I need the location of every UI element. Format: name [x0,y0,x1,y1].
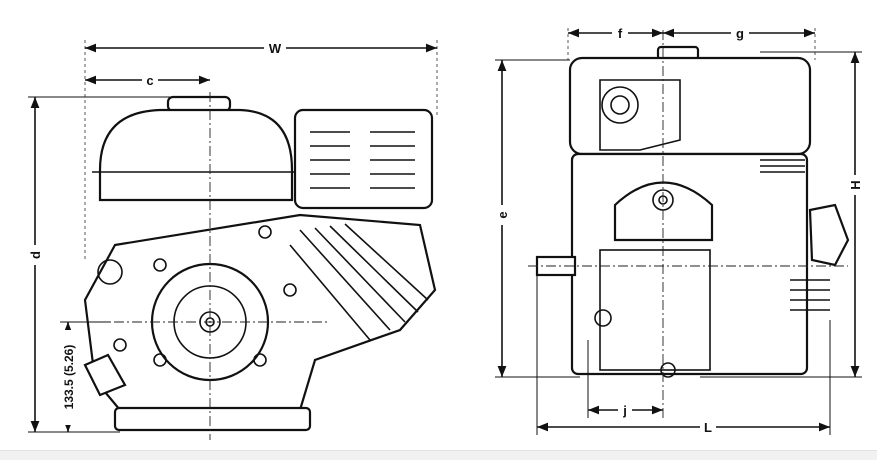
label-W: W [269,41,282,56]
dimension-H: H [700,51,863,378]
label-H: H [848,180,863,189]
dimension-j: j [587,340,663,418]
label-base-height: 133.5 (5.26) [62,345,76,410]
dimension-W: W [85,40,437,56]
side-view-engine [528,28,850,420]
dimension-c: c [85,72,210,88]
dimension-g: g [663,25,815,41]
cylinder-head-cover [613,181,714,242]
dimension-L: L [536,275,831,435]
label-c: c [146,73,153,88]
fuel-tank [98,108,294,202]
label-d: d [28,251,43,259]
bottom-strip [0,450,877,460]
dimension-d: d [27,96,170,433]
engine-base [113,406,312,432]
dimension-base-height: 133.5 (5.26) [60,321,110,432]
air-cleaner-box [293,108,434,210]
fuel-tank-side [568,56,812,156]
recoil-starter-handle [808,203,850,267]
label-j: j [622,403,627,418]
label-e: e [495,211,510,218]
dimension-e: e [494,59,580,378]
label-f: f [618,26,623,41]
front-view-engine [60,40,438,440]
label-g: g [736,26,744,41]
dimension-f: f [568,25,663,41]
engine-body-side [570,152,809,376]
label-L: L [704,420,712,435]
